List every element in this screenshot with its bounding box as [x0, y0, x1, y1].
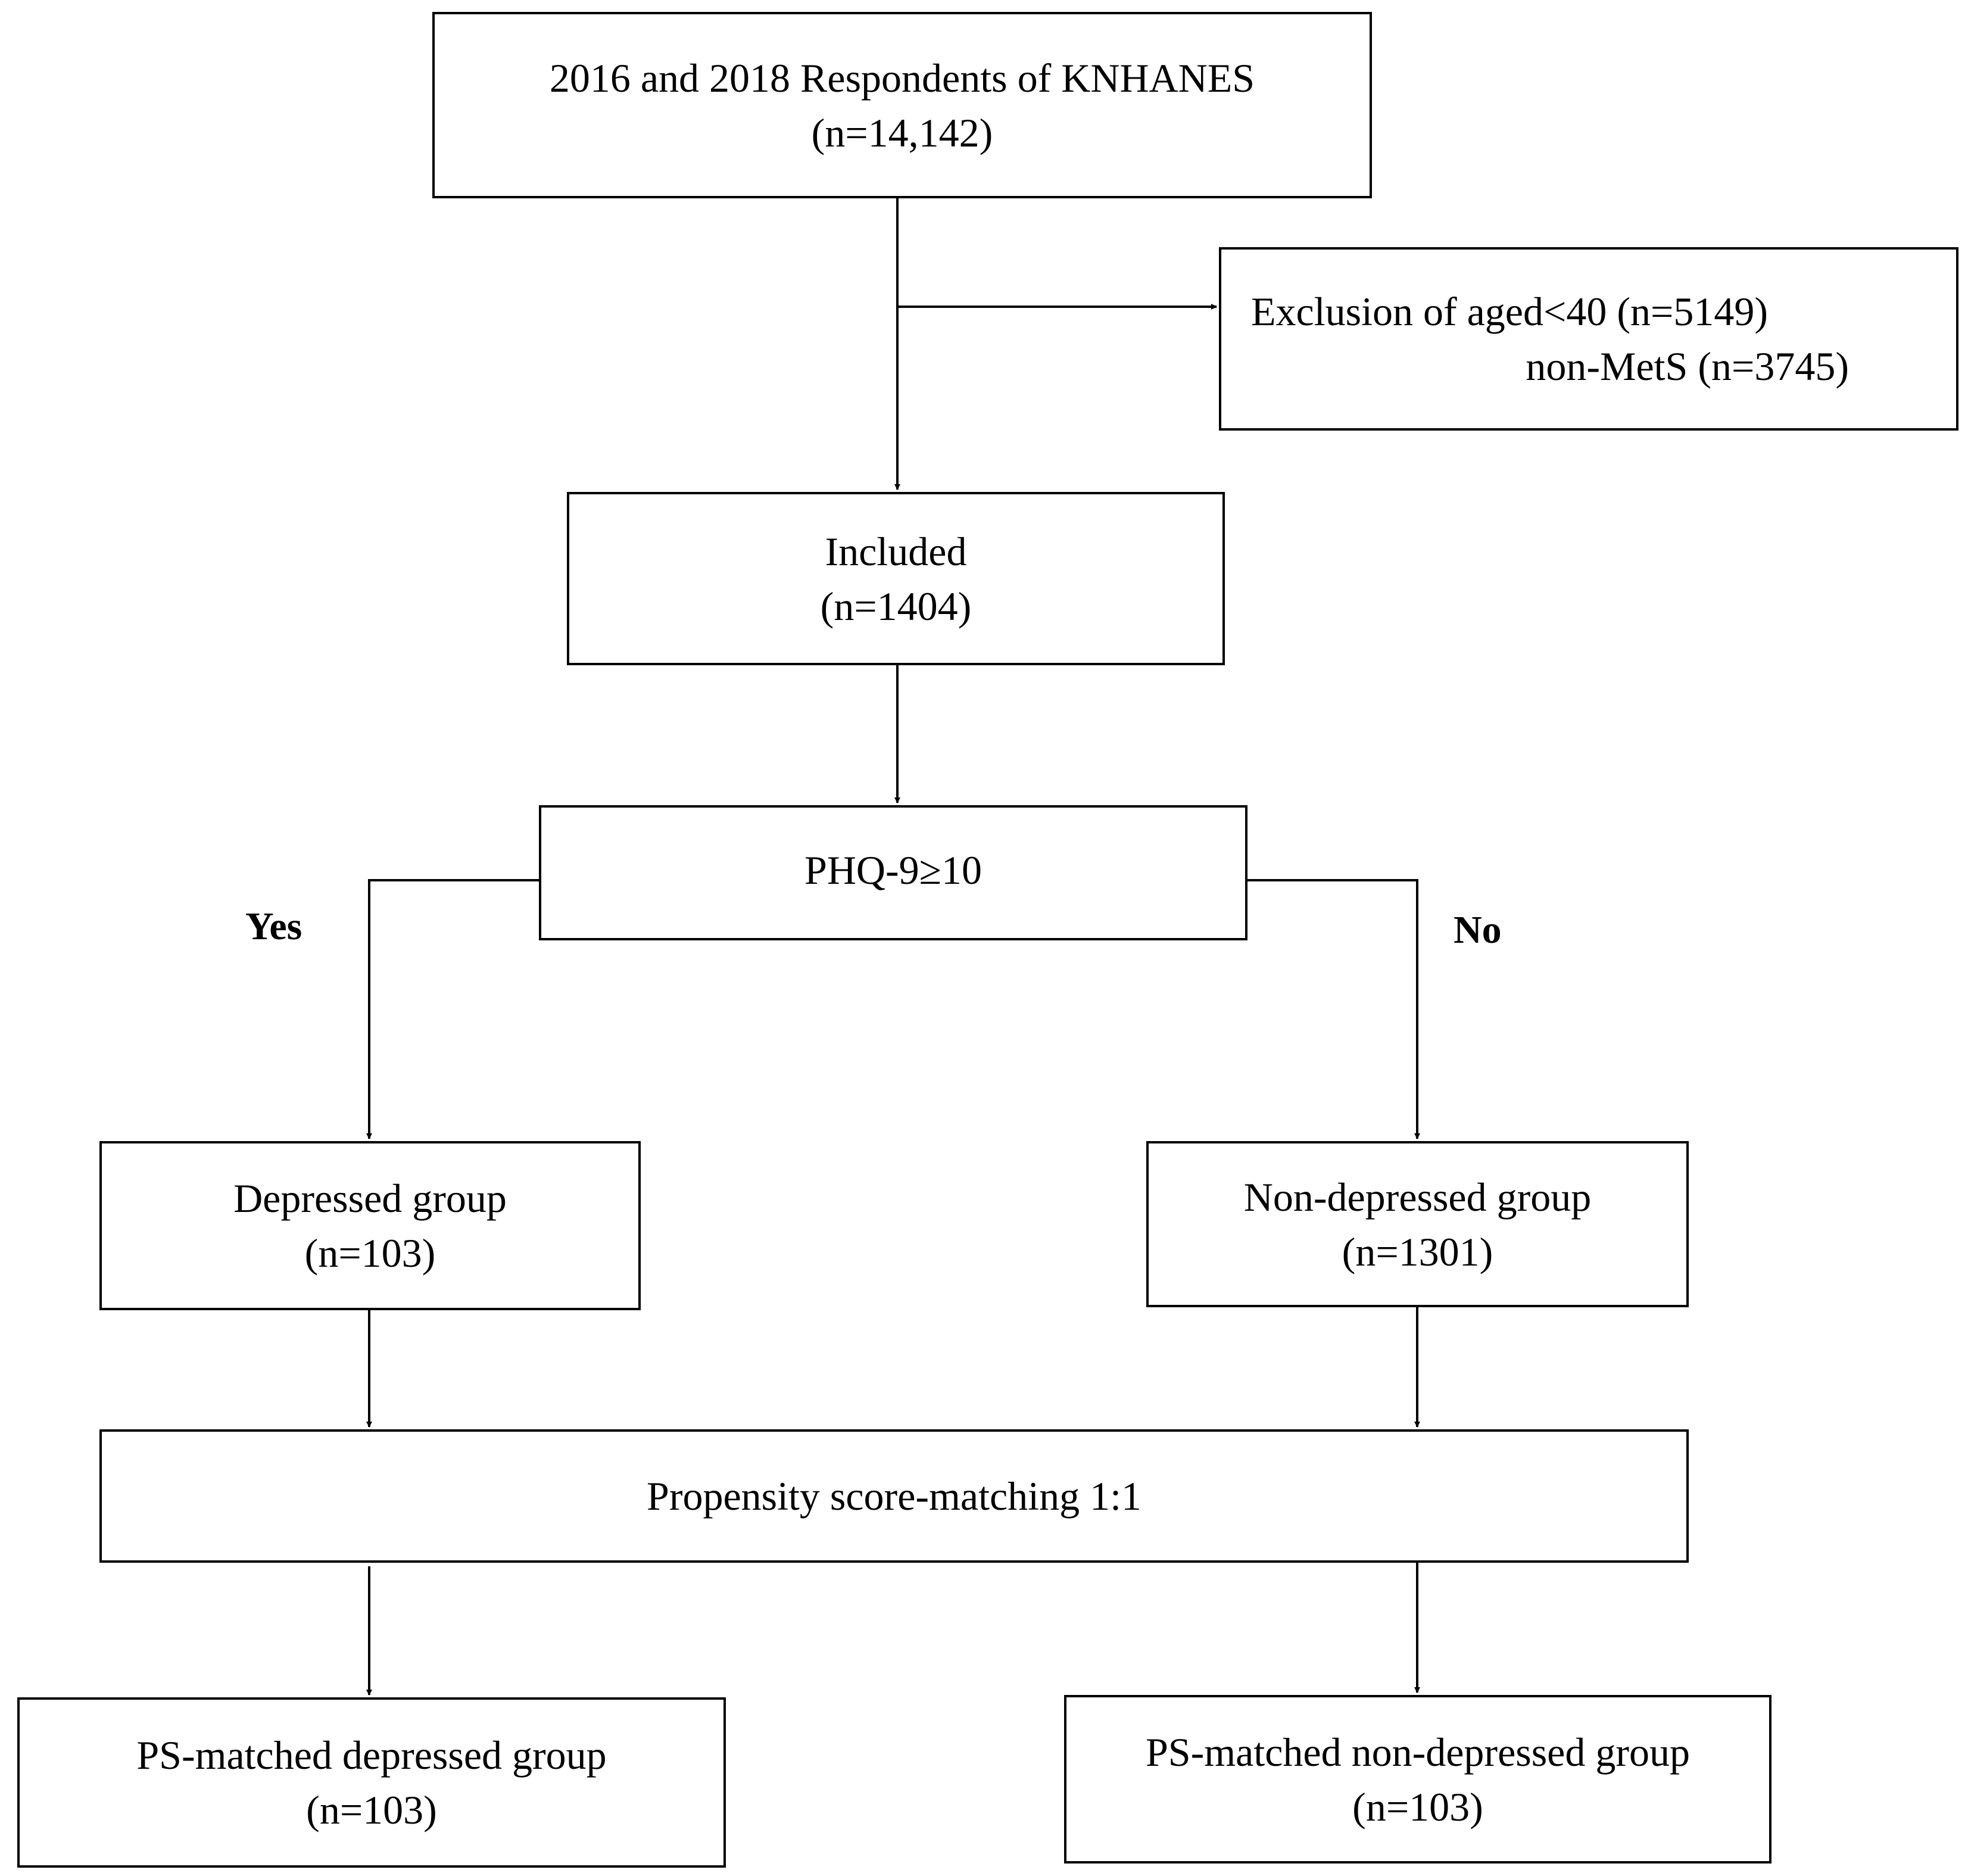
ps-non-depressed-count: (n=103) — [1352, 1784, 1483, 1830]
matching-box: Propensity score-matching 1:1 — [99, 1429, 1689, 1563]
branch-yes-label: Yes — [245, 905, 302, 948]
non-depressed-box: Non-depressed group (n=1301) — [1146, 1141, 1689, 1307]
criterion-box: PHQ-9≥10 — [539, 805, 1247, 940]
non-depressed-count: (n=1301) — [1342, 1229, 1493, 1274]
depressed-count: (n=103) — [304, 1230, 436, 1276]
exclusion-age-criterion: Exclusion of aged<40 (n=5149) — [1251, 289, 1768, 334]
ps-depressed-count: (n=103) — [306, 1787, 437, 1833]
ps-non-depressed-box: PS-matched non-depressed group (n=103) — [1064, 1695, 1771, 1863]
arrow-yes-to-depressed — [366, 879, 539, 1139]
depressed-box: Depressed group (n=103) — [99, 1141, 641, 1310]
respondents-count: (n=14,142) — [811, 110, 993, 155]
non-depressed-label: Non-depressed group — [1243, 1174, 1592, 1220]
branch-no-label: No — [1454, 908, 1502, 952]
depressed-label: Depressed group — [233, 1176, 507, 1221]
respondents-box: 2016 and 2018 Respondents of KNHANES (n=… — [432, 12, 1372, 198]
included-label: Included — [825, 528, 967, 574]
matching-label: Propensity score-matching 1:1 — [647, 1473, 1141, 1519]
ps-non-depressed-label: PS-matched non-depressed group — [1145, 1729, 1690, 1775]
ps-depressed-label: PS-matched depressed group — [136, 1732, 607, 1778]
exclusion-mets-criterion: non-MetS (n=3745) — [1526, 344, 1849, 389]
included-box: Included (n=1404) — [567, 492, 1225, 665]
ps-depressed-box: PS-matched depressed group (n=103) — [17, 1697, 726, 1868]
criterion-label: PHQ-9≥10 — [804, 847, 982, 893]
exclusion-box: Exclusion of aged<40 (n=5149) non-MetS (… — [1219, 247, 1958, 431]
respondents-label: 2016 and 2018 Respondents of KNHANES — [549, 55, 1255, 101]
included-count: (n=1404) — [820, 583, 972, 629]
arrow-no-to-non-depressed — [1247, 879, 1420, 1139]
